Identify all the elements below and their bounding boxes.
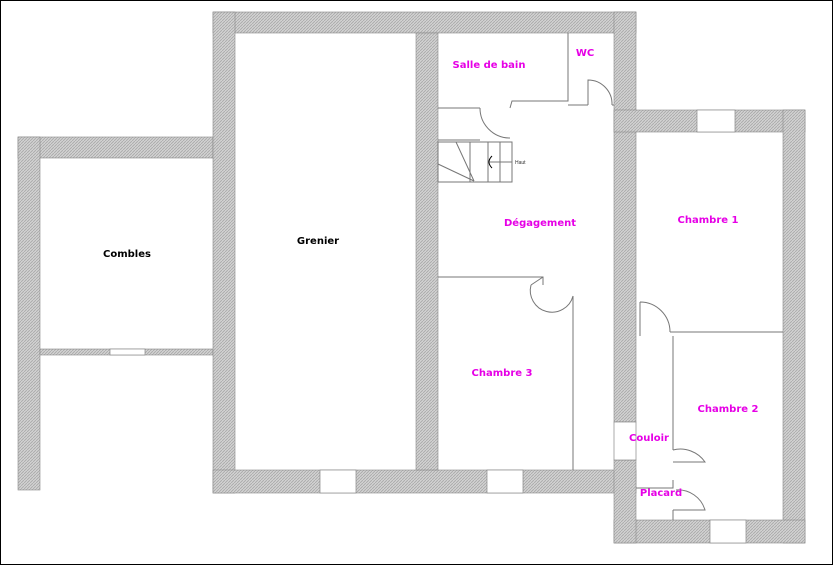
windows xyxy=(109,109,747,544)
room-label-chambre-2: Chambre 2 xyxy=(698,404,759,415)
stairs-label: Haut xyxy=(515,160,526,166)
room-label-chambre-3: Chambre 3 xyxy=(472,368,533,379)
room-label-combles: Combles xyxy=(103,249,151,260)
room-label-degagement: Dégagement xyxy=(504,217,576,229)
room-label-grenier: Grenier xyxy=(297,236,339,247)
room-label-placard: Placard xyxy=(640,488,682,499)
stairs-arrow-icon xyxy=(488,155,493,169)
room-label-couloir: Couloir xyxy=(629,433,669,444)
stairs: Haut xyxy=(488,155,526,169)
room-label-salle-de-bain: Salle de bain xyxy=(453,60,526,71)
room-label-wc: WC xyxy=(576,48,594,59)
room-label-chambre-1: Chambre 1 xyxy=(678,215,739,226)
partitions xyxy=(437,33,783,520)
walls xyxy=(17,11,806,544)
room-labels: Combles Grenier Salle de bain WC Dégagem… xyxy=(103,48,758,499)
